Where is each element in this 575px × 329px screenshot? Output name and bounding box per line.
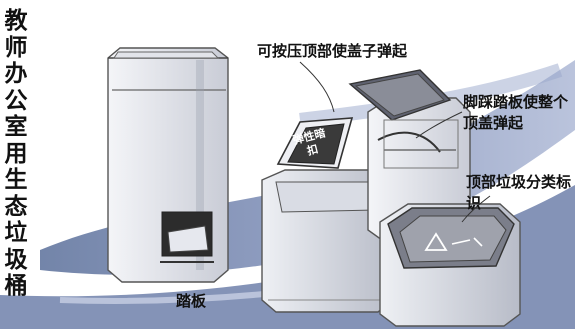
- elastic-lid-bin-sketch: [261, 117, 393, 313]
- pedal-lift-annotation: 脚踩踏板使整个顶盖弹起: [463, 93, 569, 132]
- vertical-title: 教师办公室用生态垃圾桶: [4, 8, 28, 299]
- tall-bin-sketch: [107, 47, 229, 283]
- pedal-lift-bin-sketch: [348, 69, 471, 241]
- classification-annotation: 顶部垃圾分类标识: [466, 173, 572, 212]
- classification-bin-sketch: [379, 203, 521, 327]
- recycle-triangle-icon: [424, 232, 483, 251]
- pedal-annotation: 踏板: [176, 292, 207, 310]
- annotation-lines: [299, 61, 491, 223]
- top-press-annotation: 可按压顶部使盖子弹起: [257, 42, 408, 60]
